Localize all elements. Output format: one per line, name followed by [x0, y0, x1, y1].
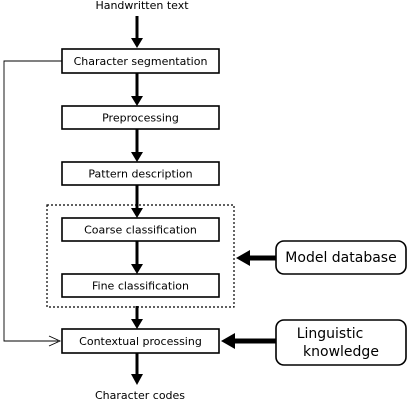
step-box [61, 273, 220, 298]
arrowhead-coarse [131, 208, 143, 218]
arrow-linguistic-to-contextual [221, 333, 276, 349]
linguistic-knowledge-label-line2: knowledge [303, 344, 379, 360]
step-coarse-classification: Coarse classification [61, 217, 220, 242]
arrowhead-output [131, 374, 143, 385]
step-label: Character segmentation [74, 55, 208, 68]
classification-group-box [46, 204, 235, 308]
model-database-node: Model database [275, 240, 407, 275]
step-box [61, 161, 220, 186]
linguistic-knowledge-node: Linguistic knowledge [275, 319, 407, 366]
arrowhead-contextual [131, 319, 143, 329]
step-box [61, 48, 220, 74]
step-box [61, 217, 220, 242]
arrowhead-pattern [131, 152, 143, 162]
model-database-label: Model database [285, 250, 396, 266]
arrowhead-fine [131, 264, 143, 274]
model-database-arrowhead [236, 250, 250, 266]
step-fine-classification: Fine classification [61, 273, 220, 298]
step-preprocessing: Preprocessing [61, 105, 220, 130]
feedback-line [3, 60, 62, 342]
step-label: Fine classification [92, 280, 189, 293]
arrowhead-input [131, 38, 143, 48]
linguistic-knowledge-label-line1: Linguistic [297, 326, 364, 342]
step-character-segmentation: Character segmentation [61, 48, 220, 74]
step-label: Coarse classification [84, 224, 197, 237]
arrowhead-preprocessing [131, 96, 143, 106]
step-box [61, 105, 220, 130]
arrow-model-database-to-group [236, 250, 276, 266]
feedback-arrowhead [48, 335, 62, 347]
input-label: Handwritten text [95, 0, 189, 12]
step-box [61, 328, 220, 354]
step-label: Pattern description [88, 168, 192, 181]
step-label: Preprocessing [102, 112, 179, 125]
output-label: Character codes [95, 389, 185, 401]
step-label: Contextual processing [79, 335, 202, 348]
step-pattern-description: Pattern description [61, 161, 220, 186]
main-flow-arrows [131, 16, 143, 385]
feedback-path [3, 60, 62, 347]
step-contextual-processing: Contextual processing [61, 328, 220, 354]
linguistic-arrowhead [221, 333, 235, 349]
